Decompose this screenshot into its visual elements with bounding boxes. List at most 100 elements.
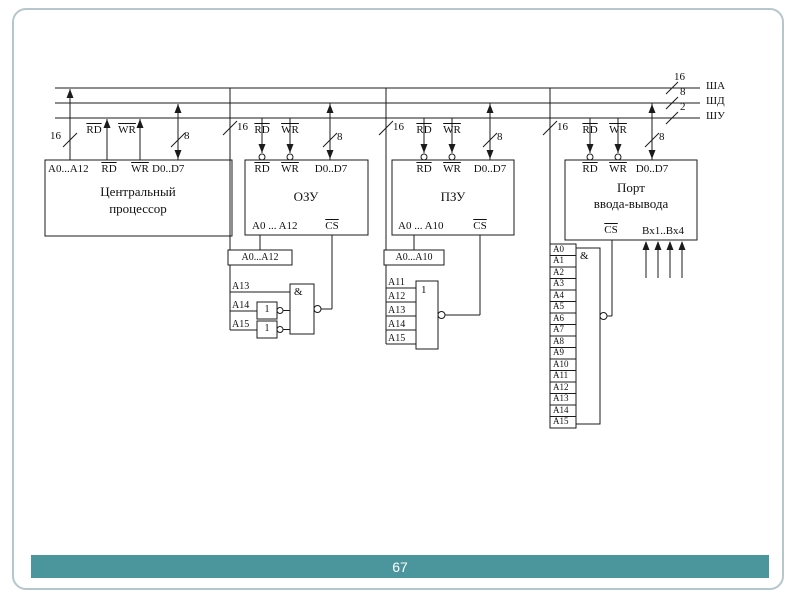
cpu-rd-arrow [103,119,111,128]
port-rd-arrow [586,144,594,153]
ram-wires [222,88,338,250]
rom-gate-label: 1 [421,284,427,296]
port-gate-bubble [599,312,608,320]
ram-inverter-2-bubble [276,326,284,333]
port-ext-arrow-3 [666,241,674,250]
port-rd-bubble [586,153,594,161]
port-data-pin: D0..D7 [635,163,669,175]
rom-cs-pin: CS [473,220,487,232]
ram-decoder-a13-label: A13 [232,281,250,292]
port-decoder-a13: A13 [553,393,569,403]
cpu-wr-arrow [136,119,144,128]
rom-data-slash [482,132,498,148]
port-decoder-a2: A2 [553,267,564,277]
port-data-slash [644,132,660,148]
ram-and-gate [289,283,315,335]
rom-decoder-a11-label: A11 [388,277,405,288]
cpu-data-slash [170,132,186,148]
ram-decoder [227,235,333,339]
port-decoder-a5: A5 [553,301,564,311]
port-decoder-a6: A6 [553,313,564,323]
ram-wr-arrow [286,144,294,153]
ram-wr-wire-label: WR [281,124,299,136]
ram-box [244,159,369,236]
port-decoder-a1: A1 [553,255,564,265]
port-decoder-a14: A14 [553,405,569,415]
bus-shd-name: ШД [706,95,725,107]
rom-wires [378,88,498,250]
port-data-arrow-up [648,104,656,113]
ram-data-arrow-up [326,104,334,113]
ram-inverter-2-label: 1 [264,323,270,334]
ram-data-slash [322,132,338,148]
rom-nor-gate [415,280,439,350]
rom-wr-arrow [448,144,456,153]
ram-addr-pin: A0 ... A12 [252,220,298,232]
ram-and-bubble [313,305,322,313]
ram-cs-pin: CS [325,220,339,232]
ram-inverter-1-bubble [276,307,284,314]
port-decoder-a7: A7 [553,324,564,334]
bus-lines [55,81,700,125]
rom-addr-width-label: 16 [393,121,404,133]
rom-title: ПЗУ [440,189,466,204]
rom-address-taps [386,287,416,345]
port-rd-pin: RD [582,163,598,175]
cpu-data-arrow-up [174,104,182,113]
port-cs-pin: CS [604,224,618,236]
ram-addr-slash [222,120,238,136]
rom-data-pin: D0..D7 [473,163,507,175]
bus-width-slashes [665,81,679,125]
ram-data-arrow-down [326,150,334,159]
port-title-line1: Порт [617,180,645,195]
port-data-arrow-down [648,150,656,159]
port-addr-width-label: 16 [557,121,568,133]
rom-decoder-a15-label: A15 [388,333,406,344]
rom-decoder-a12-label: A12 [388,291,406,302]
port-decoder-a15: A15 [553,416,569,426]
port-data-width-label: 8 [659,131,665,143]
cpu-box [44,159,233,237]
bus-shu-name: ШУ [706,110,725,122]
cpu-data-pin: D0..D7 [152,163,185,175]
port-decoder-a0: A0 [553,244,564,254]
ram-decoder-a15-label: A15 [232,319,250,330]
port-decoder-a8: A8 [553,336,564,346]
port-decoder-a12: A12 [553,382,569,392]
cpu-rd-wire-label: RD [86,124,102,136]
rom-rd-pin: RD [416,163,432,175]
port-decoder-a4: A4 [553,290,564,300]
ram-rd-pin: RD [254,163,270,175]
port-ext-pin: Вх1..Вх4 [642,225,684,237]
port-ext-arrow-2 [654,241,662,250]
port-decoder-a10: A10 [553,359,569,369]
cpu-addr-pin: A0...A12 [48,163,89,175]
ram-rd-bubble [258,153,266,161]
port-wr-arrow [614,144,622,153]
port-decoder [549,240,686,429]
port-and-gate [575,247,601,425]
port-rd-wire-label: RD [582,124,598,136]
ram-decoder-addr-label: A0...A12 [241,252,279,263]
rom-decoder-a14-label: A14 [388,319,406,330]
bus-shu-width-label: 2 [680,101,686,113]
cpu-data-arrow-down [174,150,182,159]
ram-inverter-1-label: 1 [264,304,270,315]
port-stack-dividers [550,255,576,417]
port-wr-bubble [614,153,622,161]
rom-decoder-a13-label: A13 [388,305,406,316]
cpu-addr-arrow [66,89,74,98]
port-addr-slash [542,120,558,136]
rom-data-arrow-up [486,104,494,113]
port-ext-arrow-1 [642,241,650,250]
port-title-line2: ввода-вывода [593,196,669,211]
cpu-rd-pin: RD [101,163,117,175]
rom-box [391,159,515,236]
ram-data-pin: D0..D7 [314,163,348,175]
cpu-wr-pin: WR [131,163,149,175]
port-ext-wires [645,242,683,278]
page-number: 67 [392,558,408,575]
port-cs-wire [607,240,613,317]
port-box [564,159,698,241]
